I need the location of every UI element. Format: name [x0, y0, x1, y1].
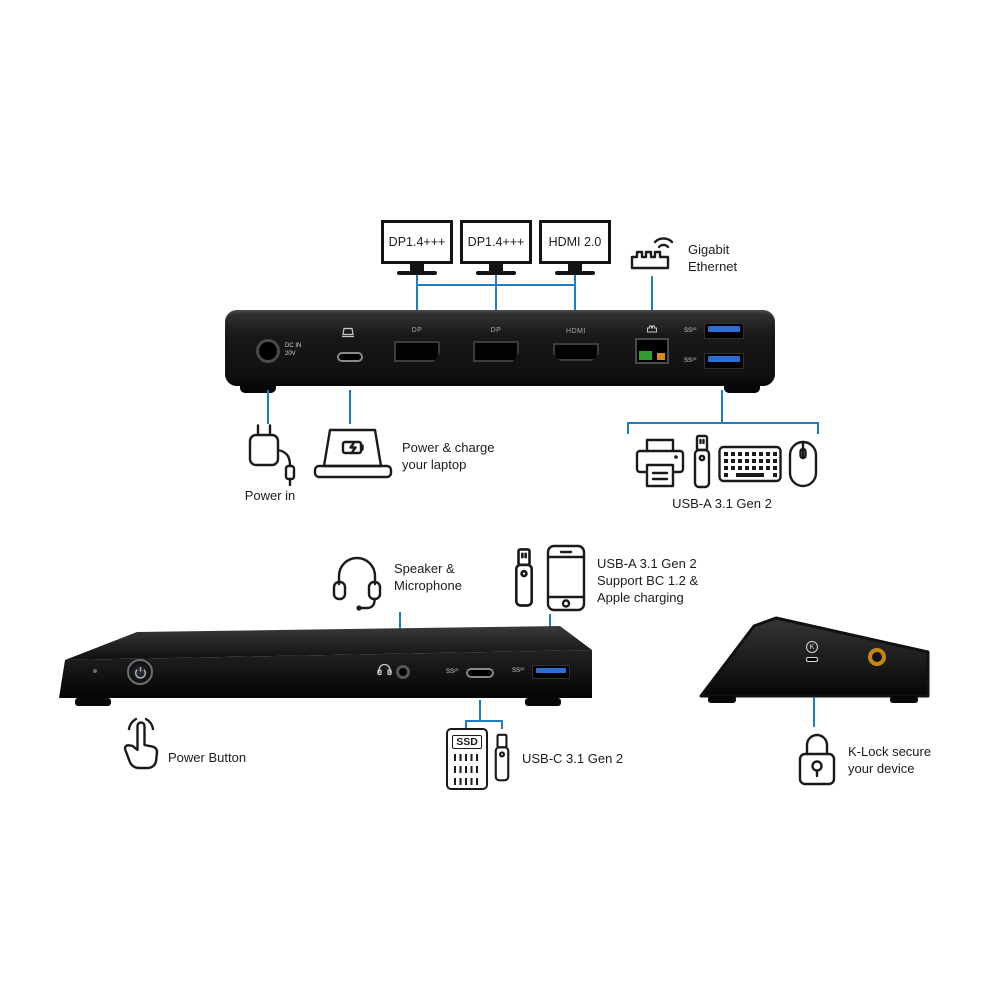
- status-led: [93, 669, 97, 673]
- connector-line: [267, 390, 269, 424]
- kensington-mark: K: [806, 641, 818, 653]
- dp-port-mark: DP: [490, 327, 502, 334]
- headset-icon: [332, 556, 382, 611]
- ssd-pins: [454, 766, 480, 773]
- ssd-icon: SSD: [446, 728, 488, 790]
- ssd-pins: [454, 778, 480, 785]
- connector-line: [349, 390, 351, 424]
- printer-icon: [635, 438, 685, 488]
- mouse-icon: [788, 440, 818, 488]
- monitor-label: DP1.4+++: [460, 220, 532, 264]
- dc-in-port: [256, 339, 280, 363]
- usb-c-host-port: [337, 352, 363, 362]
- klock-label: K-Lock secure your device: [848, 744, 932, 776]
- connector-line: [574, 275, 576, 284]
- kensington-k: K: [809, 643, 815, 651]
- monitor-base: [555, 271, 595, 275]
- connector-line: [416, 284, 418, 314]
- connector-line: [501, 720, 503, 729]
- usba-gen2-label: USB-A 3.1 Gen 2: [672, 496, 772, 511]
- usb-a-front-port: [532, 665, 570, 679]
- displayport-port-1: [394, 341, 440, 362]
- monitor-base: [476, 271, 516, 275]
- usb-a-tab: [708, 356, 740, 362]
- dc-in-mark: DC IN 20V: [285, 343, 302, 357]
- dock-foot: [240, 385, 276, 393]
- connector-line: [416, 275, 418, 284]
- flash-drive-icon: [693, 434, 711, 489]
- power-adapter-icon: [248, 424, 296, 486]
- connector-line: [627, 422, 629, 434]
- laptop-charging-icon: [313, 428, 393, 479]
- usb-c-front-port: [466, 668, 494, 678]
- ethernet-mini-icon: [647, 325, 657, 333]
- hdmi-port-mark: HDMI: [566, 328, 586, 335]
- displayport-port-2: [473, 341, 519, 362]
- power-in-label: Power in: [244, 488, 296, 503]
- monitor-stand: [410, 264, 424, 271]
- connector-line: [627, 422, 819, 424]
- gold-jack-port: [868, 648, 886, 666]
- monitor-base: [397, 271, 437, 275]
- hdmi-port: [553, 343, 599, 361]
- phone-icon: [546, 544, 586, 612]
- monitor-label: DP1.4+++: [381, 220, 453, 264]
- ssd-label: SSD: [452, 735, 482, 749]
- monitor-icon-hdmi: HDMI 2.0: [539, 220, 611, 275]
- power-button-label: Power Button: [168, 750, 247, 765]
- usb-stick-small-icon: [494, 733, 510, 782]
- dock-front-view: [59, 626, 592, 706]
- usba-bc12-label: USB-A 3.1 Gen 2 Support BC 1.2 & Apple c…: [597, 556, 699, 605]
- padlock-icon: [798, 733, 836, 786]
- connector-line: [465, 720, 467, 729]
- connector-line: [817, 422, 819, 434]
- ethernet-plug-icon: [630, 237, 674, 270]
- usb-stick-icon: [514, 548, 534, 607]
- laptop-mini-icon: [342, 327, 354, 338]
- usb-a-mark: SS¹⁰: [512, 668, 525, 674]
- dp-port-mark: DP: [411, 327, 423, 334]
- usb-a-tab: [708, 326, 740, 332]
- power-button: [127, 659, 153, 685]
- connector-line: [465, 720, 503, 722]
- usb-a-mark: SS¹⁰: [684, 328, 697, 334]
- connector-line: [495, 275, 497, 284]
- usb-a-mark: SS¹⁰: [684, 358, 697, 364]
- klock-slot: [806, 657, 818, 662]
- usbc-gen2-label: USB-C 3.1 Gen 2: [522, 751, 624, 766]
- power-charge-laptop-label: Power & charge your laptop: [402, 440, 495, 472]
- usb-a-tab: [536, 668, 566, 673]
- connector-line: [495, 284, 497, 314]
- speaker-microphone-label: Speaker & Microphone: [394, 561, 462, 593]
- gigabit-ethernet-label: Gigabit Ethernet: [688, 242, 738, 274]
- ethernet-led-amber: [657, 353, 665, 360]
- monitor-icon-dp1: DP1.4+++: [381, 220, 453, 275]
- dock-back-view: DC IN 20V DP DP HDMI SS¹⁰ SS¹⁰: [225, 310, 775, 386]
- ethernet-led-green: [639, 351, 652, 360]
- dock-foot: [724, 385, 760, 393]
- connector-line: [813, 697, 815, 727]
- connector-line: [574, 284, 576, 314]
- headphone-mini-icon: [377, 663, 392, 676]
- connector-line: [721, 390, 723, 424]
- connector-line: [651, 276, 653, 314]
- audio-jack-port: [396, 665, 410, 679]
- monitor-stand: [568, 264, 582, 271]
- hand-click-icon: [123, 717, 159, 770]
- monitor-label: HDMI 2.0: [539, 220, 611, 264]
- usb-c-mark: SS¹⁰: [446, 669, 459, 675]
- usb-a-port-2: [704, 353, 744, 369]
- power-glyph-icon: [134, 666, 146, 679]
- ethernet-port: [635, 338, 669, 364]
- keyboard-icon: [718, 445, 782, 483]
- usb-a-port-1: [704, 323, 744, 339]
- monitor-stand: [489, 264, 503, 271]
- ssd-pins: [454, 754, 480, 761]
- connector-line: [479, 700, 481, 720]
- monitor-icon-dp2: DP1.4+++: [460, 220, 532, 275]
